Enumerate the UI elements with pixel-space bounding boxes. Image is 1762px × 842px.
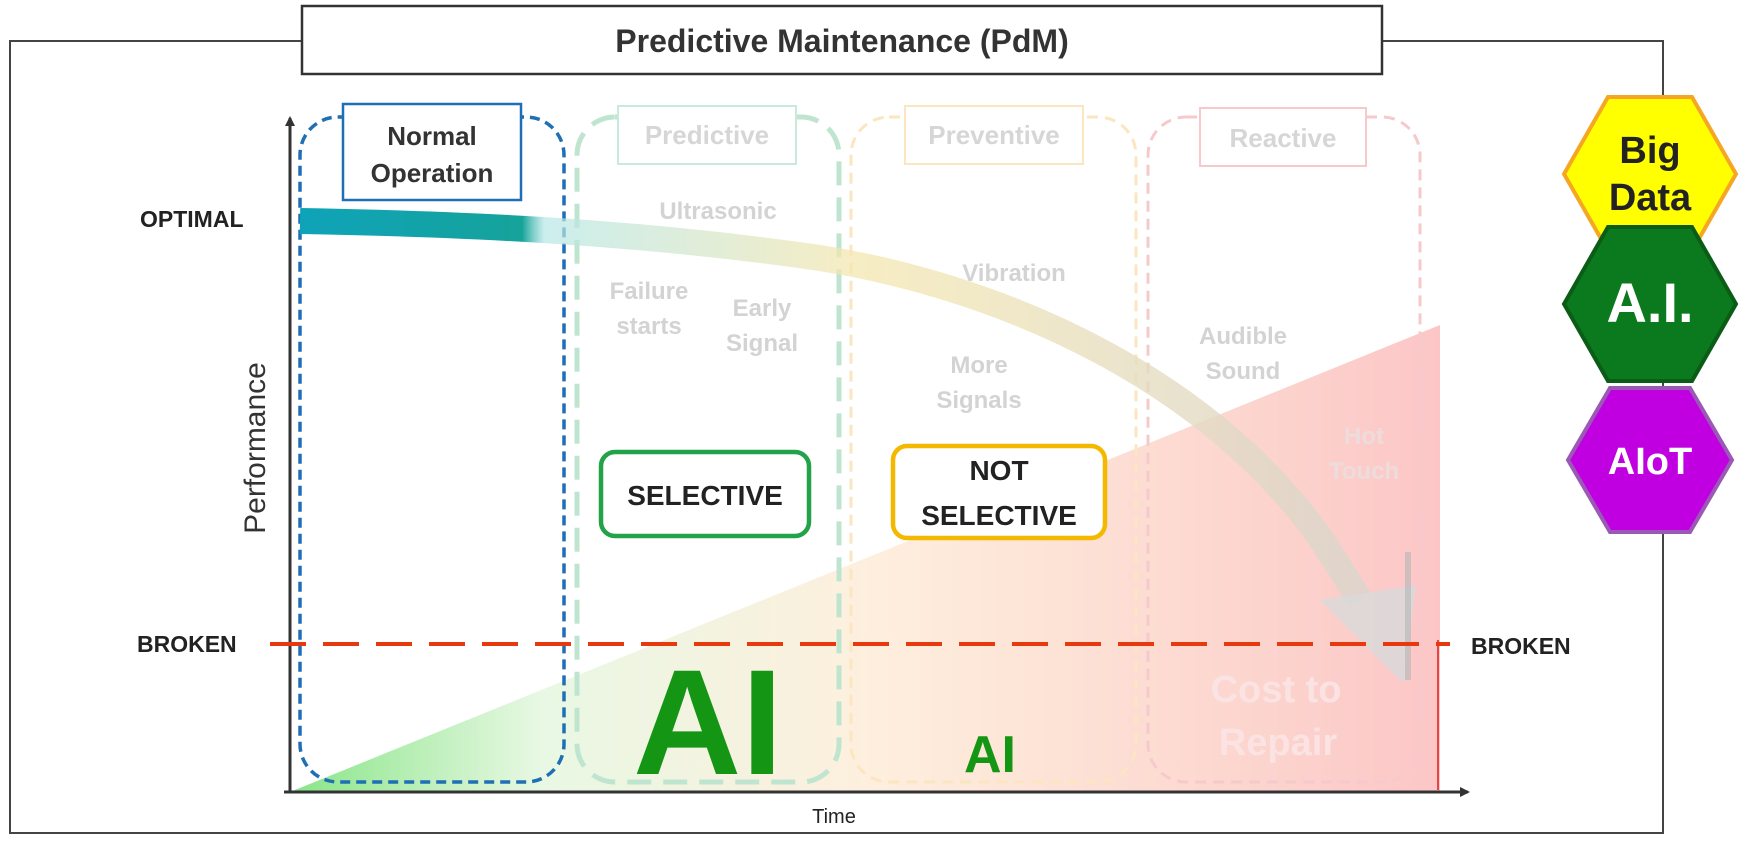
phase-box-preventive [849, 115, 1138, 784]
performance-curve-arrowhead [1320, 585, 1416, 684]
y-axis-label: Performance [239, 362, 272, 534]
signal-early-signal-line2: Signal [726, 330, 798, 357]
hexagon-big-data-line2: Data [1609, 177, 1692, 219]
not-selective-badge-line1: NOT [969, 455, 1028, 486]
broken-label-left: BROKEN [137, 631, 237, 657]
hexagon-ai [1561, 225, 1739, 383]
phase-label-box-preventive [904, 105, 1084, 165]
cost-to-repair-line2: Repair [1219, 722, 1337, 764]
signal-audible-sound-line2: Sound [1206, 358, 1281, 385]
selective-badge [598, 449, 812, 539]
not-selective-badge-line2: SELECTIVE [921, 500, 1077, 531]
hexagon-aiot-text: AIoT [1608, 441, 1692, 483]
phase-label-box-predictive [617, 105, 797, 165]
signal-vibration: Vibration [962, 260, 1066, 287]
cost-to-repair-line1: Cost to [1211, 669, 1342, 711]
phase-label-preventive: Preventive [928, 120, 1060, 150]
signal-more-signals-line2: Signals [936, 387, 1021, 414]
phase-label-normal-line2: Operation [371, 158, 494, 188]
hexagon-ai-text: A.I. [1606, 271, 1693, 334]
signal-failure-starts-line2: starts [616, 313, 681, 340]
page-title: Predictive Maintenance (PdM) [615, 23, 1068, 59]
phase-label-predictive: Predictive [645, 120, 769, 150]
signal-ultrasonic: Ultrasonic [659, 198, 776, 225]
phase-label-reactive: Reactive [1230, 123, 1337, 153]
performance-curve [299, 208, 1371, 607]
phase-label-box-normal [341, 102, 523, 202]
phase-label-normal-line1: Normal [387, 121, 477, 151]
signal-hot-touch-line1: Hot [1344, 423, 1384, 450]
optimal-label: OPTIMAL [140, 206, 244, 232]
signal-more-signals-line1: More [950, 352, 1007, 379]
hexagon-aiot [1565, 386, 1735, 534]
ai-small-text: AI [964, 726, 1016, 784]
signal-failure-starts-line1: Failure [610, 278, 689, 305]
signal-audible-sound-line1: Audible [1199, 323, 1287, 350]
not-selective-badge [890, 443, 1108, 541]
x-axis-label: Time [812, 806, 856, 828]
selective-badge-text: SELECTIVE [627, 480, 783, 511]
hexagon-big-data-line1: Big [1619, 130, 1680, 172]
phase-label-box-reactive [1199, 107, 1367, 167]
signal-early-signal-line1: Early [733, 295, 792, 322]
ai-large-text: AI [633, 638, 783, 806]
title-box [300, 4, 1384, 76]
broken-label-right: BROKEN [1471, 633, 1571, 659]
signal-hot-touch-line2: Touch [1329, 458, 1399, 485]
